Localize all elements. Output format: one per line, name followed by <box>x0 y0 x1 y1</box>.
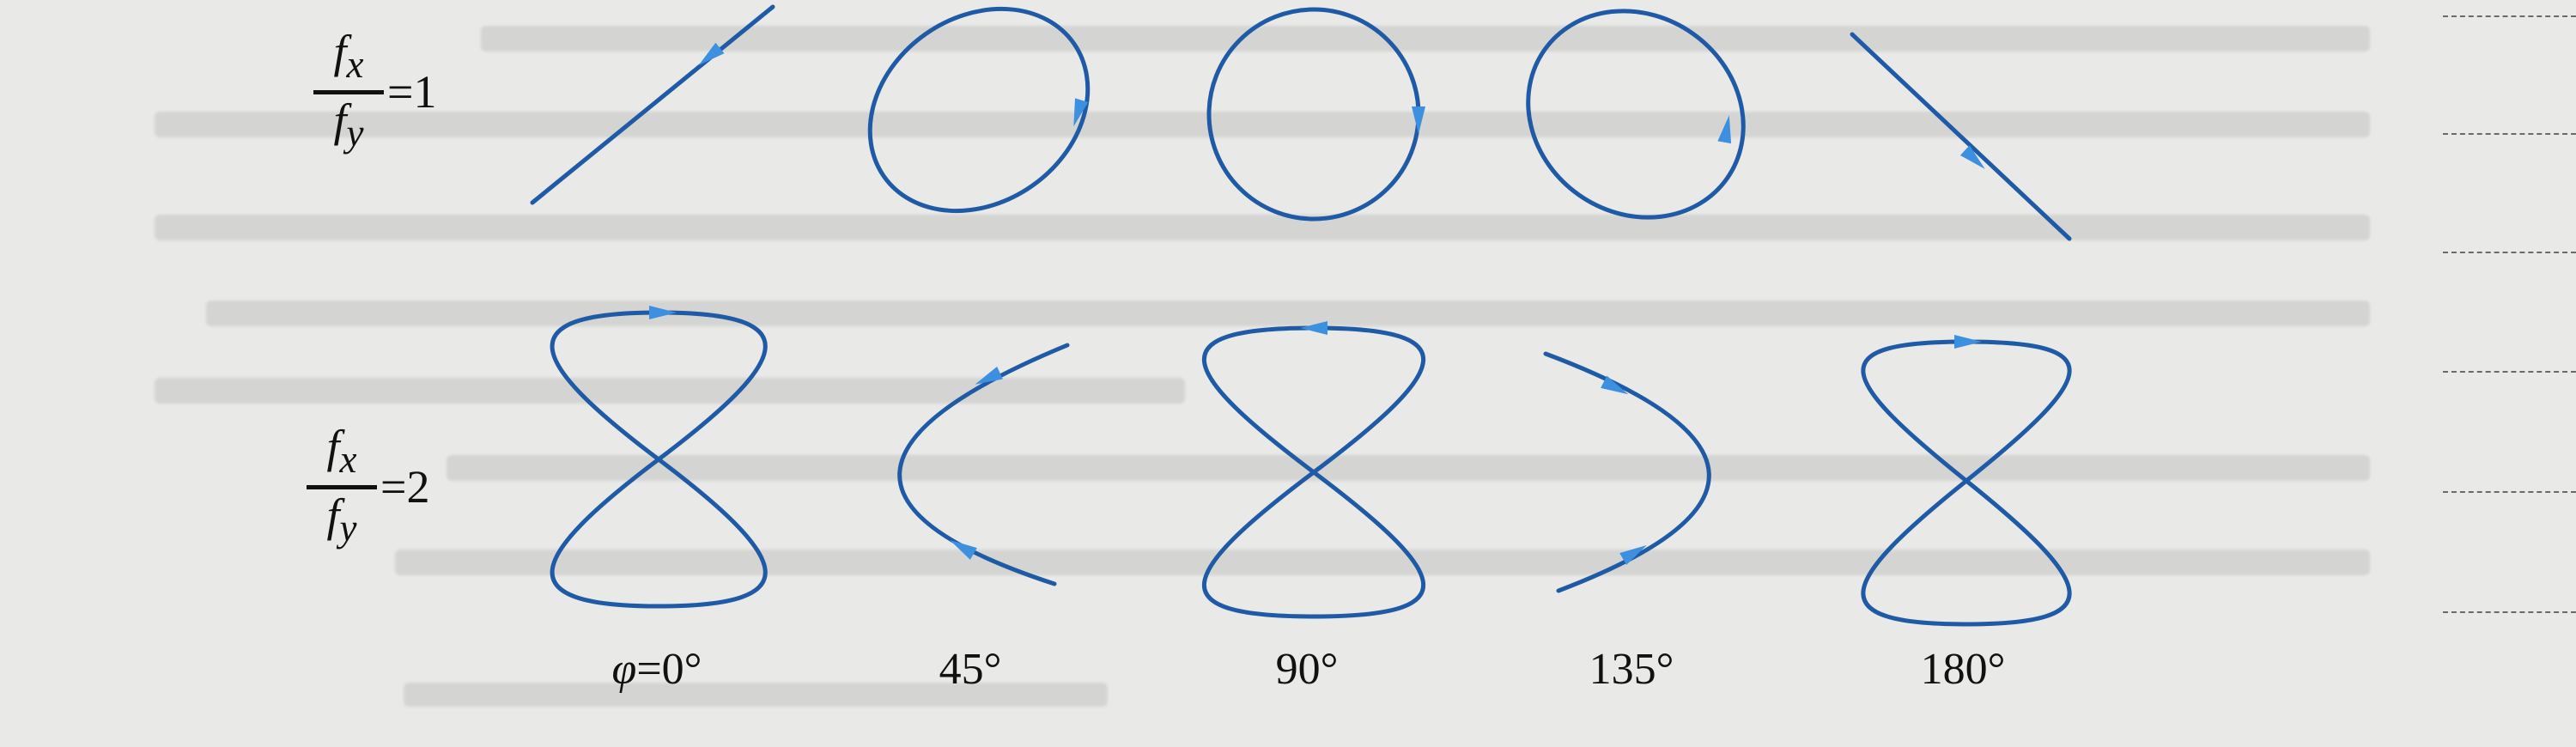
curve-row1-135deg <box>1526 9 1746 220</box>
curve-row2-0deg <box>550 310 768 609</box>
background-texture <box>155 26 2370 707</box>
arrow-row1-180deg <box>1959 145 1985 169</box>
arrow-row1-0deg <box>698 42 725 66</box>
margin-rule <box>2443 252 2576 253</box>
arrow-row2-90deg <box>1300 321 1327 335</box>
margin-rule <box>2443 133 2576 135</box>
arrow-row1-90deg <box>1412 106 1425 134</box>
row1-arrows <box>698 42 1985 169</box>
ratio2-value: =2 <box>380 461 430 513</box>
curve-row1-45deg <box>867 6 1091 214</box>
phase-label-135deg: 135° <box>1589 645 1674 694</box>
ratio1-denominator: fy <box>333 94 364 155</box>
curve-row2-180deg <box>1861 339 2072 627</box>
curve-row1-180deg <box>1850 32 2072 241</box>
row2-arrows <box>649 306 1982 565</box>
arrow-row1-45deg <box>1073 98 1089 127</box>
arrow-row1-135deg <box>1717 115 1732 144</box>
margin-rule <box>2443 371 2576 373</box>
fraction-bar <box>313 89 384 94</box>
arrow-row2-180deg <box>1954 335 1982 349</box>
curve-row1-0deg <box>530 4 775 205</box>
ratio2-numerator: fx <box>326 421 357 481</box>
phase-label-180deg: 180° <box>1920 645 2006 694</box>
frequency-ratio-label-1: fx fy =1 <box>313 26 436 159</box>
arrow-row2-45deg-upper <box>975 366 1003 385</box>
ratio1-numerator: fx <box>333 26 364 86</box>
phase-label-90deg: 90° <box>1275 645 1339 694</box>
margin-rule <box>2443 491 2576 493</box>
phase-label-45deg: 45° <box>939 645 1002 694</box>
frequency-ratio-label-2: fx fy =2 <box>307 421 429 554</box>
phase-label-0deg: φ=0° <box>611 645 702 694</box>
ratio2-denominator: fy <box>326 489 357 550</box>
ratio1-value: =1 <box>387 66 437 118</box>
arrow-row2-135deg-lower <box>1619 545 1647 565</box>
arrow-row2-0deg <box>649 306 677 319</box>
arrow-row2-135deg-upper <box>1601 375 1629 395</box>
curve-row2-90deg <box>1201 325 1426 619</box>
margin-rule <box>2443 15 2576 17</box>
curve-row2-45deg <box>897 343 1070 586</box>
fraction-bar <box>307 484 377 489</box>
arrow-row2-45deg-lower <box>950 540 977 560</box>
margin-rule <box>2443 611 2576 613</box>
